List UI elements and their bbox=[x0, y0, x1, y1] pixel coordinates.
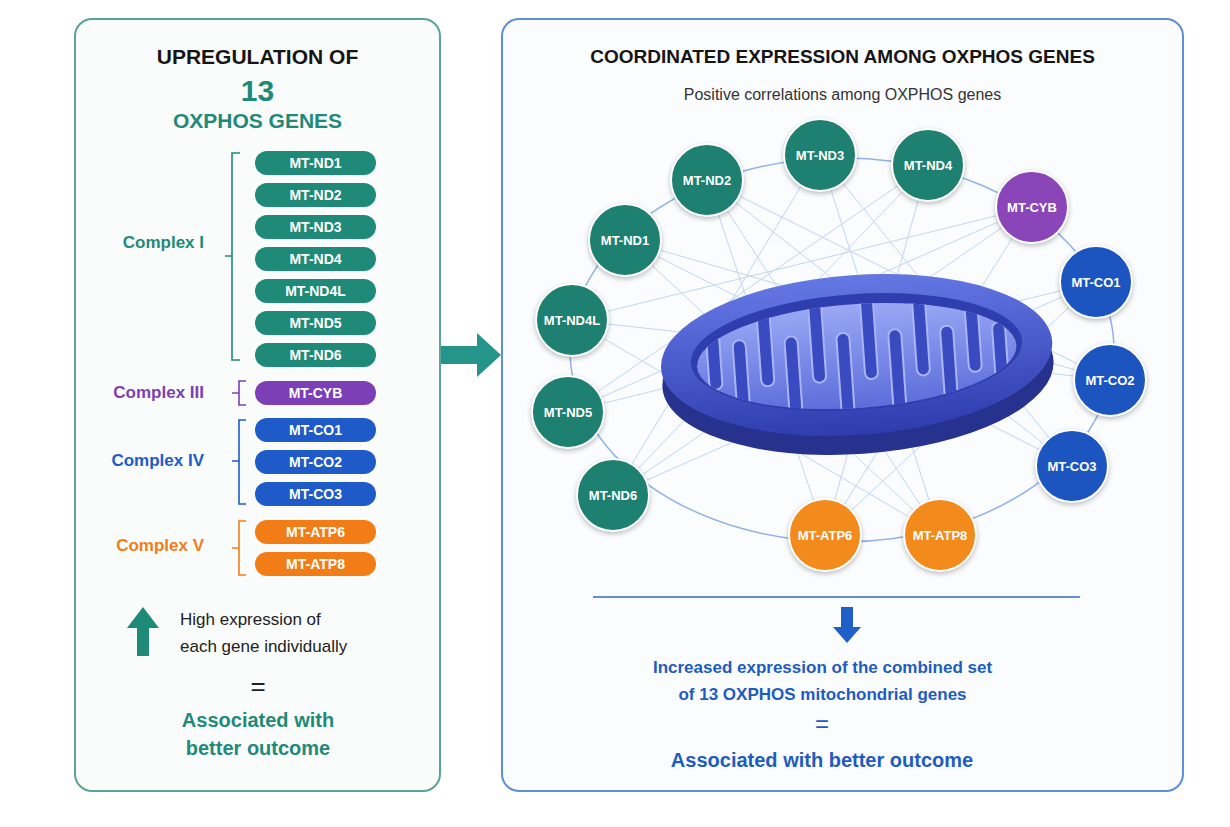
summary-text: Increased expression of the combined set… bbox=[646, 654, 999, 708]
gene-name: MT-ND2 bbox=[289, 187, 341, 203]
gene-name: MT-CYB bbox=[1007, 200, 1057, 215]
gene-pill: MT-CO3 bbox=[255, 482, 376, 506]
summary-panel: UPREGULATION OF 13OXPHOS GENES High expres… bbox=[74, 18, 441, 792]
gene-circle: MT-ATP6 bbox=[788, 498, 862, 572]
panel-heading: OXPHOS GENES bbox=[90, 108, 425, 134]
gene-name: MT-ND3 bbox=[289, 219, 341, 235]
flow-arrow bbox=[441, 346, 481, 364]
gene-pill: MT-ND4L bbox=[255, 279, 376, 303]
gene-name: MT-ND4L bbox=[544, 313, 600, 328]
panel-heading: UPREGULATION OF bbox=[90, 44, 425, 70]
gene-circle: MT-ND4 bbox=[891, 128, 965, 202]
gene-name: MT-ND4 bbox=[904, 158, 952, 173]
gene-name: MT-ND3 bbox=[796, 148, 844, 163]
panel-subtitle: Positive correlations among OXPHOS genes bbox=[501, 85, 1184, 105]
gene-name: MT-CYB bbox=[289, 385, 343, 401]
gene-pill: MT-CO2 bbox=[255, 450, 376, 474]
gene-circle: MT-CO1 bbox=[1059, 245, 1133, 319]
gene-circle: MT-ND5 bbox=[531, 375, 605, 449]
gene-name: MT-CO1 bbox=[289, 422, 342, 438]
gene-name: MT-ND4L bbox=[285, 283, 346, 299]
gene-circle: MT-CYB bbox=[995, 170, 1069, 244]
complex-label: Complex IV bbox=[80, 450, 204, 472]
gene-circle: MT-ND2 bbox=[670, 143, 744, 217]
complex-label: Complex I bbox=[80, 232, 204, 254]
gene-name: MT-CO3 bbox=[289, 486, 342, 502]
gene-pill: MT-ND2 bbox=[255, 183, 376, 207]
gene-circle: MT-ND3 bbox=[783, 118, 857, 192]
outcome-text: Associated with better outcome bbox=[622, 746, 1022, 774]
gene-name: MT-ATP6 bbox=[286, 524, 345, 540]
outcome-text: Associated with better outcome bbox=[163, 706, 353, 762]
gene-name: MT-ND2 bbox=[683, 173, 731, 188]
gene-circle: MT-ND6 bbox=[576, 458, 650, 532]
gene-name: MT-ATP8 bbox=[913, 528, 968, 543]
gene-name: MT-ND6 bbox=[289, 347, 341, 363]
gene-name: MT-CO2 bbox=[1085, 373, 1134, 388]
gene-pill: MT-ND1 bbox=[255, 151, 376, 175]
gene-name: MT-ND5 bbox=[289, 315, 341, 331]
network-panel: COORDINATED EXPRESSION AMONG OXPHOS GENE… bbox=[501, 18, 1184, 792]
gene-name: MT-CO2 bbox=[289, 454, 342, 470]
gene-name: MT-CO1 bbox=[1071, 275, 1120, 290]
gene-name: MT-CO3 bbox=[1047, 459, 1096, 474]
gene-name: MT-ND6 bbox=[589, 488, 637, 503]
gene-count: 13 bbox=[90, 74, 425, 108]
complex-label: Complex III bbox=[80, 382, 204, 404]
gene-pill: MT-ND6 bbox=[255, 343, 376, 367]
note-text: High expression of each gene individuall… bbox=[180, 606, 352, 660]
equals-sign: = bbox=[208, 671, 308, 701]
gene-pill: MT-ATP8 bbox=[255, 552, 376, 576]
gene-pill: MT-ND5 bbox=[255, 311, 376, 335]
gene-pill: MT-ATP6 bbox=[255, 520, 376, 544]
gene-name: MT-ATP8 bbox=[286, 556, 345, 572]
panel-heading: COORDINATED EXPRESSION AMONG OXPHOS GENE… bbox=[501, 45, 1184, 69]
gene-name: MT-ND5 bbox=[544, 405, 592, 420]
gene-pill: MT-ND4 bbox=[255, 247, 376, 271]
complex-label: Complex V bbox=[80, 535, 204, 557]
gene-circle: MT-ND4L bbox=[535, 283, 609, 357]
gene-circle: MT-ATP8 bbox=[903, 498, 977, 572]
gene-circle: MT-ND1 bbox=[588, 203, 662, 277]
gene-circle: MT-CO2 bbox=[1073, 343, 1147, 417]
gene-circle: MT-CO3 bbox=[1035, 429, 1109, 503]
gene-name: MT-ATP6 bbox=[798, 528, 853, 543]
gene-pill: MT-CO1 bbox=[255, 418, 376, 442]
gene-pill: MT-CYB bbox=[255, 381, 376, 405]
equals-sign: = bbox=[772, 710, 872, 738]
gene-name: MT-ND1 bbox=[601, 233, 649, 248]
gene-pill: MT-ND3 bbox=[255, 215, 376, 239]
gene-name: MT-ND4 bbox=[289, 251, 341, 267]
gene-name: MT-ND1 bbox=[289, 155, 341, 171]
